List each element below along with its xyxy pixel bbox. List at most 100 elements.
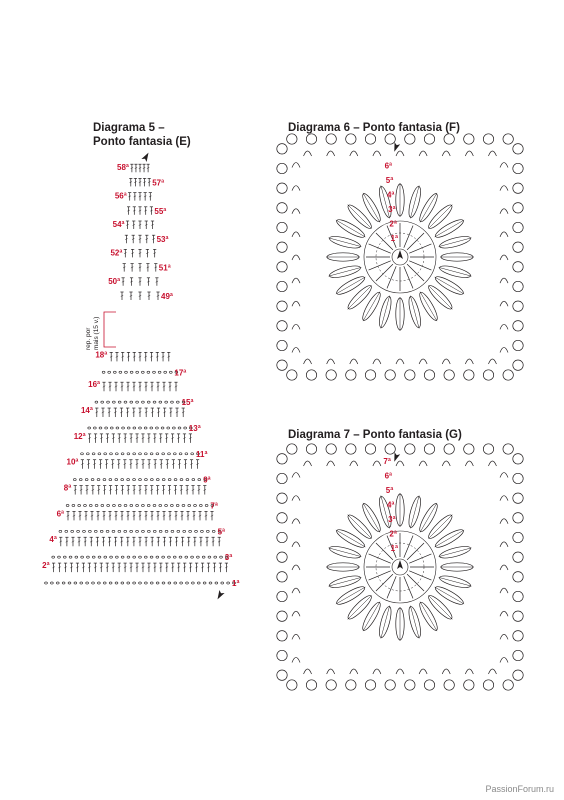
chain-stitch xyxy=(99,529,104,533)
chain-stitch xyxy=(170,400,174,404)
chain-stitch xyxy=(155,555,160,559)
shell-stitch xyxy=(291,254,301,261)
chain-stitch xyxy=(225,555,229,559)
chain-stitch xyxy=(183,426,187,430)
chain-stitch xyxy=(94,504,99,507)
shell-stitch xyxy=(499,587,509,594)
center-stitch xyxy=(386,576,397,599)
chain-stitch xyxy=(105,529,110,533)
chain-loop xyxy=(276,649,288,662)
row-number: 15ª xyxy=(182,398,194,407)
chain-stitch xyxy=(50,581,54,585)
chain-stitch xyxy=(94,529,98,533)
chain-loop xyxy=(482,369,495,381)
chain-loop xyxy=(502,679,514,691)
chain-stitch xyxy=(144,555,148,559)
shell-stitch xyxy=(499,277,509,284)
chain-stitch xyxy=(207,555,212,559)
chain-stitch xyxy=(82,529,86,533)
shell-stitch xyxy=(326,668,335,675)
chain-stitch xyxy=(93,426,97,430)
shell-stitch xyxy=(291,277,301,284)
chain-stitch xyxy=(190,555,194,559)
diagram5-chart: 1ª2ª3ª4ª5ª6ª7ª8ª9ª10ª11ª12ª13ª14ª15ª16ª1… xyxy=(42,152,239,600)
center-stitch xyxy=(386,535,397,558)
chain-loop xyxy=(423,369,436,381)
chain-stitch xyxy=(73,478,77,481)
chain-stitch xyxy=(101,370,106,374)
row-number: 49ª xyxy=(161,292,173,301)
chain-stitch xyxy=(185,581,189,585)
row-number: 2ª xyxy=(42,561,49,570)
chain-stitch xyxy=(113,370,117,374)
chain-stitch xyxy=(115,426,120,430)
chain-stitch xyxy=(201,555,206,559)
shell-stitch xyxy=(291,472,301,478)
repeat-note: rep. por xyxy=(85,327,92,350)
shell-stitch xyxy=(488,460,497,467)
chain-loop xyxy=(276,359,288,371)
shell-stitch xyxy=(291,518,301,524)
chain-stitch xyxy=(156,478,160,481)
chain-stitch xyxy=(80,555,84,559)
center-ring xyxy=(363,220,437,294)
center-stitch xyxy=(375,542,394,561)
chain-stitch xyxy=(150,478,154,481)
chain-stitch xyxy=(79,478,83,481)
center-stitch xyxy=(368,243,391,254)
chain-stitch xyxy=(146,504,151,507)
chain-stitch xyxy=(173,555,177,559)
chain-loop xyxy=(443,369,455,381)
chain-loop xyxy=(276,531,288,544)
chain-stitch xyxy=(108,478,113,481)
chain-stitch xyxy=(112,504,116,507)
chain-loop xyxy=(512,669,524,681)
chain-loop xyxy=(512,182,524,194)
shell-stitch xyxy=(395,358,405,365)
row-number: 16ª xyxy=(88,380,100,389)
center-stitch xyxy=(406,232,425,251)
row-number: 57ª xyxy=(152,178,164,187)
chain-stitch xyxy=(115,555,119,559)
shell-stitch xyxy=(488,668,497,675)
chain-stitch xyxy=(103,581,107,585)
chain-stitch xyxy=(129,400,133,404)
chain-stitch xyxy=(194,529,198,533)
shell-stitch xyxy=(499,162,509,168)
chain-stitch xyxy=(129,529,133,533)
chain-stitch xyxy=(185,478,190,481)
shell-stitch xyxy=(291,587,301,594)
shell-stitch xyxy=(326,358,335,365)
chain-loop xyxy=(345,369,357,381)
chain-loop xyxy=(512,453,524,465)
chain-loop xyxy=(512,202,524,214)
chain-stitch xyxy=(161,555,165,559)
chain-stitch xyxy=(114,581,119,585)
chain-loop xyxy=(482,443,495,455)
start-arrow-icon xyxy=(397,250,403,259)
chain-stitch xyxy=(74,555,79,559)
chain-stitch xyxy=(44,581,48,585)
chain-stitch xyxy=(141,400,145,404)
chain-stitch xyxy=(71,504,76,507)
chain-loop xyxy=(384,443,396,455)
chain-loop xyxy=(276,571,288,583)
chain-stitch xyxy=(167,478,172,481)
chain-stitch xyxy=(126,478,130,481)
row-number: 13ª xyxy=(189,424,201,433)
chain-loop xyxy=(325,133,337,145)
chain-stitch xyxy=(173,452,177,456)
chain-loop xyxy=(286,133,298,145)
chain-loop xyxy=(276,162,288,175)
row-number: 5ª xyxy=(386,486,393,495)
chain-stitch xyxy=(107,370,111,374)
chain-loop xyxy=(384,679,396,691)
chain-loop xyxy=(482,679,495,691)
center-stitch xyxy=(409,553,432,564)
chain-stitch xyxy=(126,581,130,585)
chain-loop xyxy=(305,443,318,455)
chain-stitch xyxy=(169,370,173,374)
shell-stitch xyxy=(441,668,451,675)
chain-stitch xyxy=(120,581,125,585)
row-number: 5ª xyxy=(218,527,225,536)
